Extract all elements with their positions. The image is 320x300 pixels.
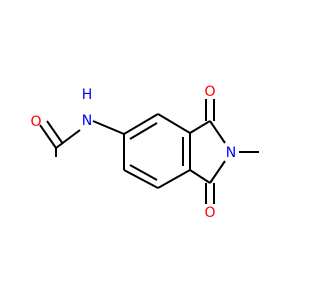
bond-c4-bottom-carbonyl — [189, 169, 211, 184]
atom-labels: O H N O N O — [30, 84, 236, 221]
bond-ring-c4-c5 — [157, 169, 191, 189]
bond-ring-c1-c2 — [123, 113, 159, 135]
bonds — [39, 99, 259, 204]
atom-o-bottom-symbol: O — [204, 205, 215, 221]
atom-nh-h: H — [82, 87, 93, 103]
atom-o-top: O — [204, 84, 215, 100]
atom-nh-amide: H N — [82, 87, 93, 129]
atom-nh-n: N — [82, 113, 92, 129]
bond-formyl-c-o-double — [46, 120, 64, 145]
atom-o-top-symbol: O — [204, 84, 215, 100]
atom-n-imide: N — [226, 145, 236, 161]
bond-ring-c5-c6 — [123, 169, 159, 189]
bond-c3-top-carbonyl — [189, 120, 211, 134]
molecule-structure: O H N O N O — [30, 84, 259, 221]
bond-n-ring — [92, 120, 125, 135]
atom-o-formyl: O — [30, 114, 41, 130]
bond-top-carbonyl-n — [209, 120, 226, 144]
atom-n-imide-symbol: N — [226, 145, 236, 161]
atom-o-formyl-symbol: O — [30, 114, 41, 130]
atom-o-bottom: O — [204, 205, 215, 221]
bond-bottom-carbonyl-n — [209, 160, 226, 184]
bond-ring-c5-c6-inner — [129, 164, 158, 181]
bond-ring-c1-c2-inner — [129, 122, 158, 140]
bond-formyl-c-o-single — [39, 124, 57, 149]
bond-ring-c2-c3 — [157, 113, 191, 134]
bond-formyl-c-n — [55, 129, 81, 149]
